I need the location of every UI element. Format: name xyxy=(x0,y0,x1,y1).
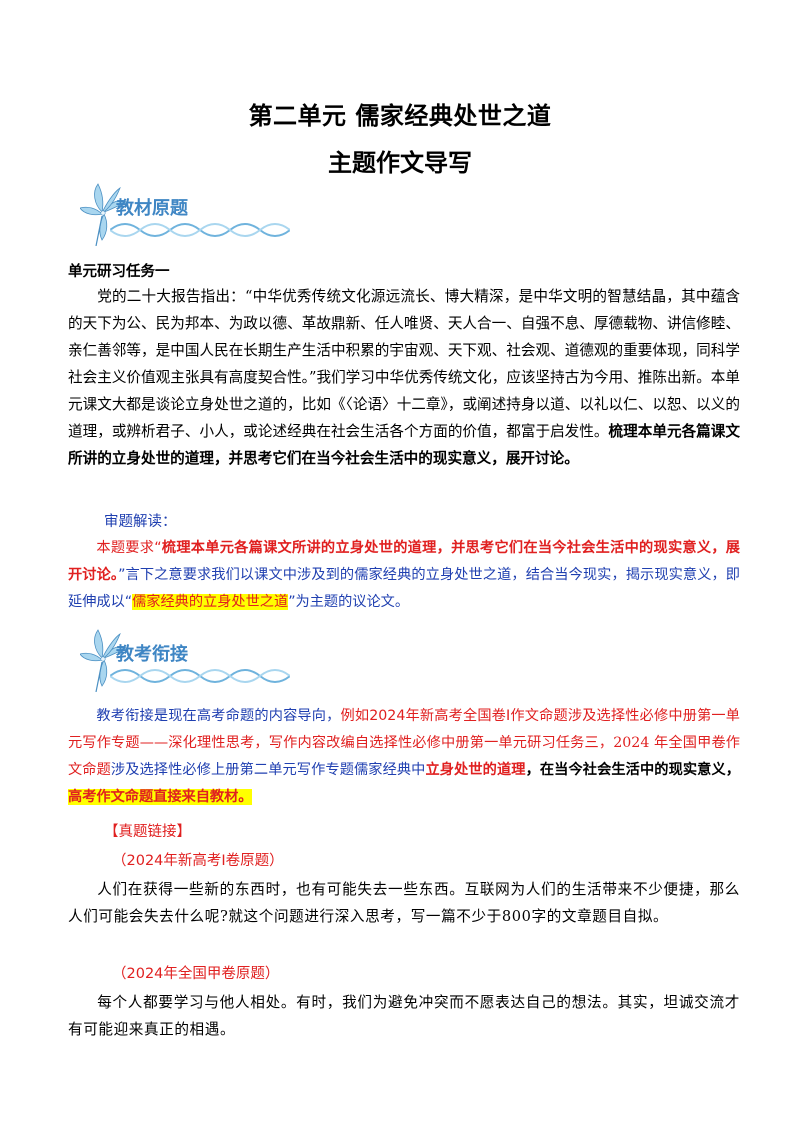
exam-link-example-1: 例如2024年新高考全国卷Ⅰ作文命题涉及选择性必修中册第一单元写作专题——深化理… xyxy=(68,708,740,751)
analysis-text-2: ”言下之意要求我们以课文中涉及到的儒家经典的立身处世之道，结合当今现实，揭示现实… xyxy=(68,567,740,610)
exam-link-significance: ，在当今社会生活中的现实意义， xyxy=(525,762,740,778)
lily-flower-icon xyxy=(80,183,127,246)
exam-link-example-2: 2024 年全国甲卷作文命题 xyxy=(68,735,740,778)
analysis-text-1: 本题要求“ xyxy=(96,540,162,556)
analysis-requirement: 梳理本单元各篇课文所讲的立身处世的道理，并思考它们在当今社会生活中的现实意义，展… xyxy=(68,540,740,583)
analysis-body: 本题要求“梳理本单元各篇课文所讲的立身处世的道理，并思考它们在当今社会生活中的现… xyxy=(68,535,740,616)
task-body-text: 党的二十大报告指出：“中华优秀传统文化源远流长、博大精深，是中华文明的智慧结晶，… xyxy=(68,288,740,440)
lily-flower-icon xyxy=(80,629,127,692)
analysis-label: 审题解读： xyxy=(104,514,177,530)
page-subtitle: 主题作文导写 xyxy=(328,149,472,177)
task-body: 党的二十大报告指出：“中华优秀传统文化源远流长、博大精深，是中华文明的智慧结晶，… xyxy=(68,283,740,472)
section-heading-exam-link: 教考衔接 xyxy=(80,628,300,698)
question-1-body: 人们在获得一些新的东西时，也有可能失去一些东西。互联网为人们的生活带来不少便捷，… xyxy=(68,881,740,925)
question-2-body: 每个人都要学习与他人相处。有时，我们为避免冲突而不愿表达自己的想法。其实，坦诚交… xyxy=(68,994,740,1038)
exam-link-text-1: 教考衔接是现在高考命题的内容导向， xyxy=(96,708,341,724)
page-title: 第二单元 儒家经典处世之道 xyxy=(248,102,552,130)
section-heading-label: 教材原题 xyxy=(116,198,188,219)
task-body-requirement: 梳理本单元各篇课文所讲的立身处世的道理，并思考它们在当今社会生活中的现实意义，展… xyxy=(68,423,740,467)
dna-chain-icon xyxy=(110,223,290,237)
real-question-link-label: 【真题链接】 xyxy=(104,824,191,840)
exam-link-conclusion-highlight: 高考作文命题直接来自教材。 xyxy=(68,789,253,805)
analysis-text-3: ”为主题的议论文。 xyxy=(288,594,410,610)
section-heading-label: 教考衔接 xyxy=(116,644,188,665)
exam-link-text-2: 涉及选择性必修上册第二单元写作专题儒家经典中 xyxy=(110,762,426,778)
exam-link-body: 教考衔接是现在高考命题的内容导向，例如2024年新高考全国卷Ⅰ作文命题涉及选择性… xyxy=(68,703,740,811)
exam-link-principle: 立身处世的道理 xyxy=(425,762,526,778)
question-2-source: （2024年全国甲卷原题） xyxy=(112,966,280,982)
task-title: 单元研习任务一 xyxy=(68,264,170,280)
analysis-theme-highlight: 儒家经典的立身处世之道 xyxy=(132,594,289,610)
section-heading-textbook: 教材原题 xyxy=(80,182,300,252)
dna-chain-icon xyxy=(110,669,290,683)
question-1-source: （2024年新高考Ⅰ卷原题） xyxy=(112,853,284,869)
